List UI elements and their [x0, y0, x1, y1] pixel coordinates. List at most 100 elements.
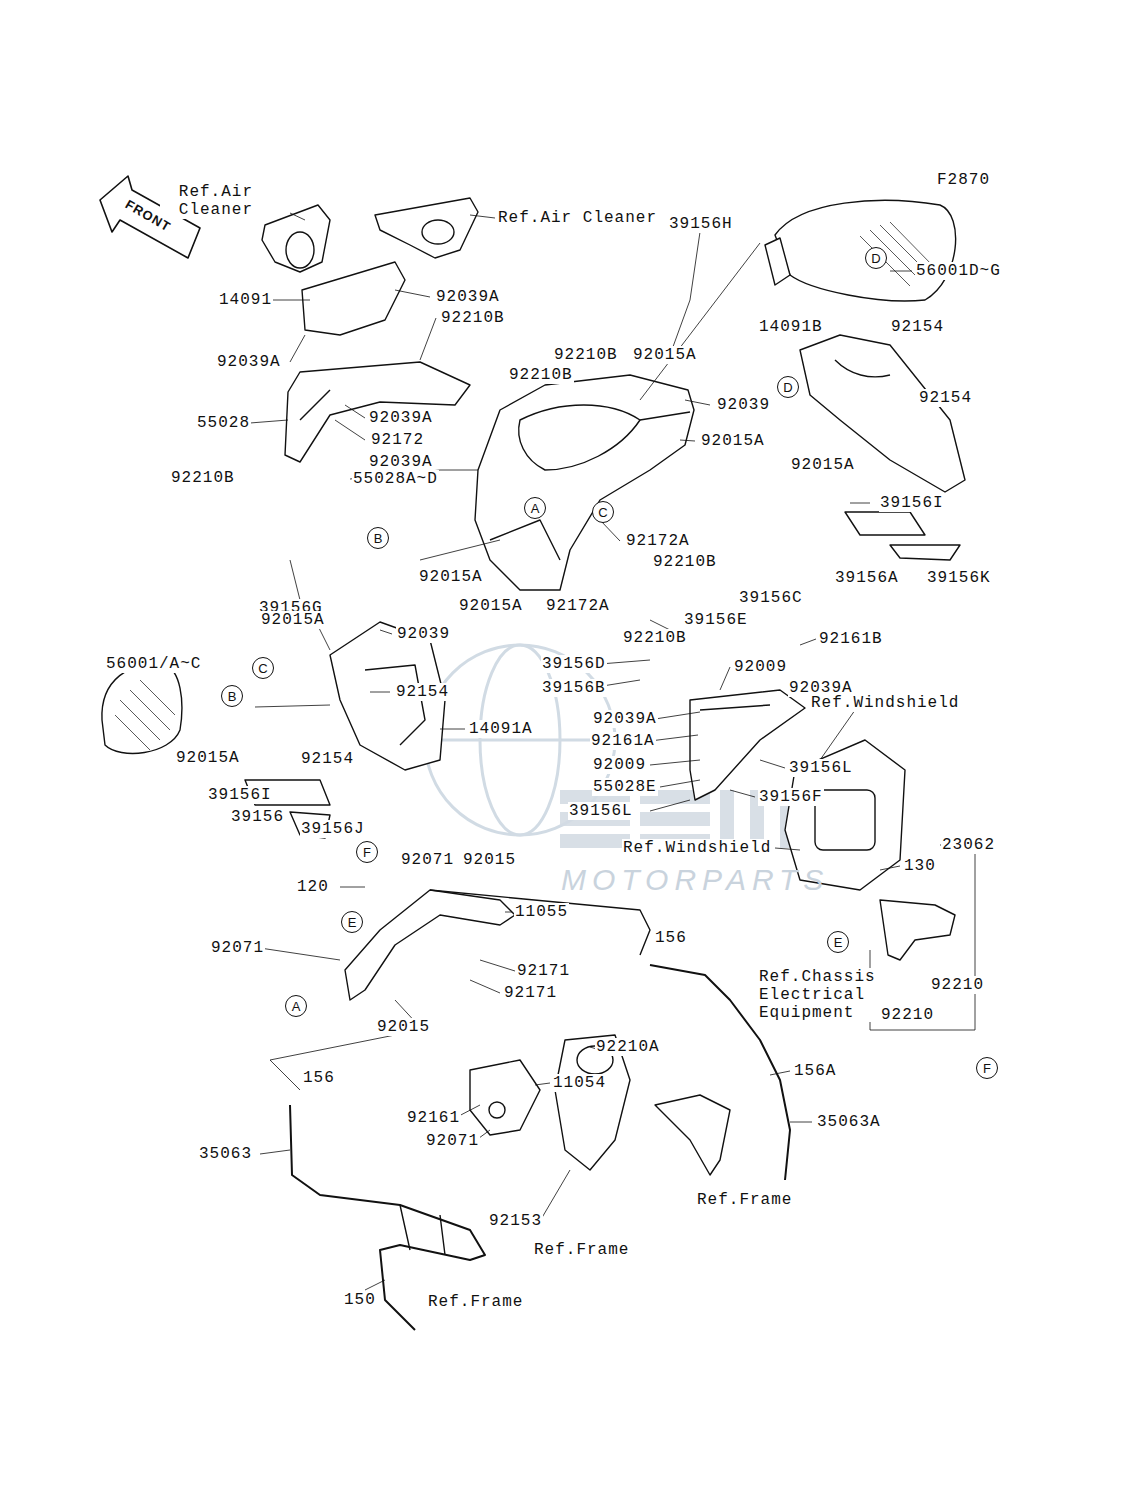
callout-number: 92210B — [622, 629, 688, 647]
callout-number: 39156C — [738, 589, 804, 607]
reference-letter: F — [983, 1062, 991, 1075]
reference-circle: D — [865, 247, 887, 269]
callout-number: 92153 — [488, 1212, 543, 1230]
reference-letter: A — [292, 1000, 301, 1013]
callout-number: 39156L — [568, 802, 634, 820]
callout-number: 35063A — [816, 1113, 882, 1131]
reference-letter: F — [363, 846, 371, 859]
callout-number: 11054 — [552, 1074, 607, 1092]
callout-number: 39156L — [788, 759, 854, 777]
callout-number: 92015A — [418, 568, 484, 586]
reference-circle: F — [976, 1057, 998, 1079]
callout-number: 39156A — [834, 569, 900, 587]
callout-number: 92015 — [376, 1018, 431, 1036]
callout-number: 130 — [903, 857, 937, 875]
callout-number: 92172A — [625, 532, 691, 550]
callout-number: 11055 — [514, 903, 569, 921]
callout-number: 39156I — [879, 494, 945, 512]
callout-number: 39156H — [668, 215, 734, 233]
callout-number: 92039 — [716, 396, 771, 414]
callout-number: 39156F — [758, 788, 824, 806]
reference-letter: E — [834, 936, 843, 949]
callout-number: 92039A — [592, 710, 658, 728]
reference-circle: E — [341, 911, 363, 933]
callout-number: 55028A~D — [352, 470, 439, 488]
callout-number: 39156K — [926, 569, 992, 587]
reference-note: Ref.Windshield — [622, 839, 772, 857]
callout-number: 92210A — [595, 1038, 661, 1056]
callout-number: 92039 — [396, 625, 451, 643]
callout-number: 23062 — [941, 836, 996, 854]
reference-note: Ref.Air Cleaner — [160, 183, 254, 219]
reference-circle: B — [367, 527, 389, 549]
callout-number: 35063 — [198, 1145, 253, 1163]
reference-note: Ref.Air Cleaner — [497, 209, 658, 227]
callout-number: 92161A — [590, 732, 656, 750]
reference-letter: E — [348, 916, 357, 929]
reference-circle: F — [356, 841, 378, 863]
callout-number: 92015A — [700, 432, 766, 450]
reference-circle: C — [592, 501, 614, 523]
callout-number: 92161B — [818, 630, 884, 648]
reference-circle: C — [252, 657, 274, 679]
callout-number: 92071 — [210, 939, 265, 957]
callout-number: 92210B — [170, 469, 236, 487]
callout-number: 92172 — [370, 431, 425, 449]
callout-number: 92210 — [880, 1006, 935, 1024]
callout-number: 156 — [302, 1069, 336, 1087]
callout-number: 92154 — [890, 318, 945, 336]
callout-number: 92161 — [406, 1109, 461, 1127]
reference-letter: B — [228, 690, 237, 703]
callout-number: 92154 — [395, 683, 450, 701]
reference-letter: C — [598, 506, 607, 519]
reference-letter: D — [783, 381, 792, 394]
callout-number: 92039A — [216, 353, 282, 371]
callout-number: 55028 — [196, 414, 251, 432]
callout-number: 39156J — [300, 820, 366, 838]
callout-number: 92015A — [175, 749, 241, 767]
callout-number: 56001/A~C — [105, 655, 202, 673]
callout-number: 14091B — [758, 318, 824, 336]
reference-letter: A — [531, 502, 540, 515]
reference-circle: B — [221, 685, 243, 707]
reference-letter: C — [258, 662, 267, 675]
reference-note: Ref.Frame — [696, 1191, 793, 1209]
callout-number: 92009 — [733, 658, 788, 676]
callout-number: 39156I — [207, 786, 273, 804]
callout-number: 92171 — [516, 962, 571, 980]
reference-letter: B — [374, 532, 383, 545]
callout-number: 92210 — [930, 976, 985, 994]
callout-number: 14091 — [218, 291, 273, 309]
callout-number: 39156D — [541, 655, 607, 673]
callout-number: 92210B — [440, 309, 506, 327]
callout-number: 92015A — [790, 456, 856, 474]
reference-note: Ref.Frame — [533, 1241, 630, 1259]
reference-note: Ref.Frame — [427, 1293, 524, 1311]
callout-number: 92015 — [462, 851, 517, 869]
callout-number: 92071 — [425, 1132, 480, 1150]
callout-number: 39156E — [683, 611, 749, 629]
callout-number: 92039A — [368, 453, 434, 471]
callout-number: 92015A — [632, 346, 698, 364]
callout-number: 156 — [654, 929, 688, 947]
callout-number: 150 — [343, 1291, 377, 1309]
callout-number: 92039A — [435, 288, 501, 306]
callout-number: 92009 — [592, 756, 647, 774]
callout-number: 156A — [793, 1062, 837, 1080]
callout-number: 92210B — [553, 346, 619, 364]
callout-number: 92015A — [458, 597, 524, 615]
callout-number: 55028E — [592, 778, 658, 796]
callout-number: F2870 — [936, 171, 991, 189]
callout-number: 92154 — [918, 389, 973, 407]
callout-number: 92210B — [508, 366, 574, 384]
callout-number: 56001D~G — [915, 262, 1002, 280]
callout-number: 92015A — [260, 611, 326, 629]
reference-letter: D — [871, 252, 880, 265]
callout-number: 14091A — [468, 720, 534, 738]
reference-circle: D — [777, 376, 799, 398]
callout-number: 92210B — [652, 553, 718, 571]
reference-circle: A — [524, 497, 546, 519]
reference-circle: A — [285, 995, 307, 1017]
reference-circle: E — [827, 931, 849, 953]
